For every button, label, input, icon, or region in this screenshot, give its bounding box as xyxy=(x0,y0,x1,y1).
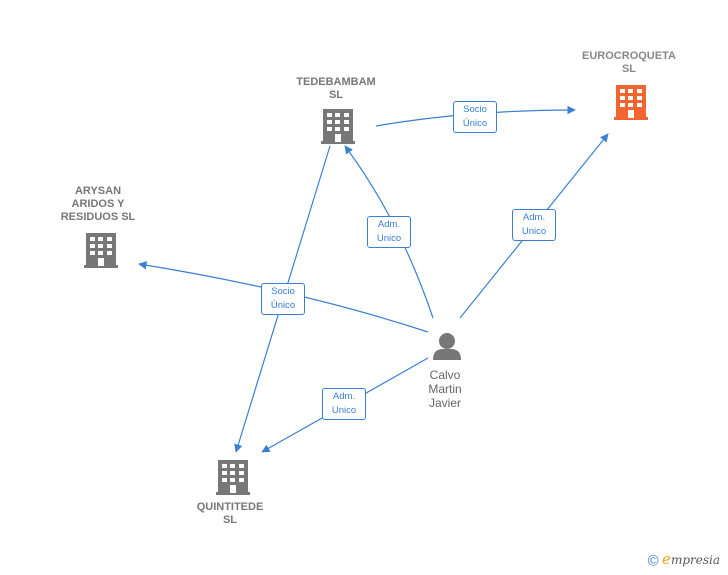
node-label-arysan[interactable]: ARYSAN ARIDOS Y RESIDUOS SL xyxy=(60,185,136,223)
brand-footer: © empresia xyxy=(648,550,720,569)
edge-label-tedebambam-quintitede: Socio Único xyxy=(261,283,305,315)
edge-label-person-tedebambam: Adm. Unico xyxy=(367,216,411,248)
node-label-tedebambam[interactable]: TEDEBAMBAM SL xyxy=(296,76,376,101)
building-icon xyxy=(614,85,648,120)
node-label-eurocroqueta[interactable]: EUROCROQUETA SL xyxy=(582,50,676,75)
copyright-icon: © xyxy=(647,552,659,569)
node-label-quintitede[interactable]: QUINTITEDE SL xyxy=(196,501,264,526)
brand-logo-text: mpresia xyxy=(670,552,720,567)
building-icon xyxy=(216,460,250,495)
edge-label-tedebambam-eurocroqueta: Socio Único xyxy=(453,101,497,133)
edge-label-person-eurocroqueta: Adm. Unico xyxy=(512,209,556,241)
person-icon xyxy=(433,333,461,360)
edge-label-person-quintitede: Adm. Unico xyxy=(322,388,366,420)
brand-logo-letter: e xyxy=(662,549,671,568)
node-label-person[interactable]: Calvo Martin Javier xyxy=(428,368,462,410)
building-icon xyxy=(321,109,355,144)
building-icon xyxy=(84,233,118,268)
